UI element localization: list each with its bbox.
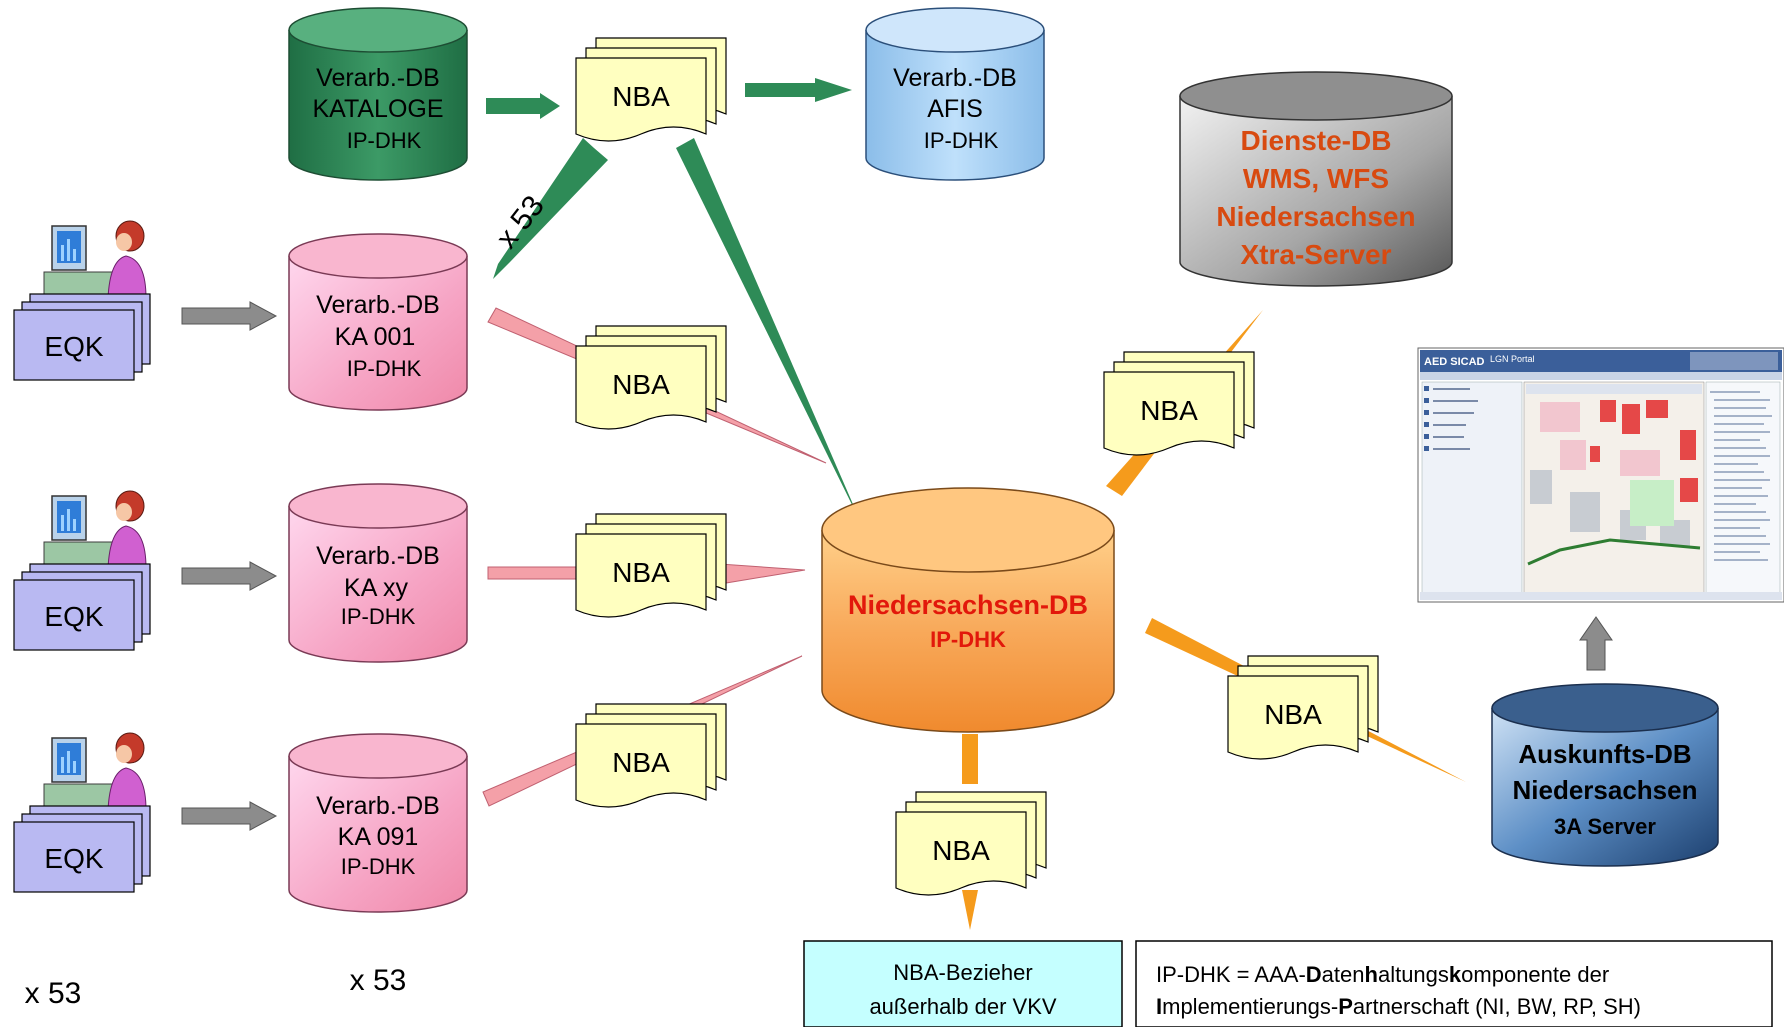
db-dienste-line1: Dienste-DB bbox=[1241, 125, 1392, 156]
db-ka001-line3: IP-DHK bbox=[347, 356, 422, 381]
nba-bottom-label: NBA bbox=[932, 835, 990, 866]
eqk-sheet bbox=[13, 309, 135, 381]
db-kataloge-line3: IP-DHK bbox=[347, 128, 422, 153]
eqk-3-label: EQK bbox=[44, 843, 103, 874]
nba-auskunft-label: NBA bbox=[1264, 699, 1322, 730]
nba-bottom-stack: NBA bbox=[895, 791, 1047, 896]
db-ka001: Verarb.-DB KA 001 IP-DHK bbox=[288, 233, 468, 411]
nba-sheet bbox=[1227, 675, 1359, 760]
db-afis-line1: Verarb.-DB bbox=[893, 64, 1017, 92]
nba-dienste-label: NBA bbox=[1140, 395, 1198, 426]
nba-dienste-stack: NBA bbox=[1103, 351, 1255, 456]
eqk-2-label: EQK bbox=[44, 601, 103, 632]
arrow-kataloge-to-nba bbox=[486, 93, 560, 119]
workstation-person-icon bbox=[43, 732, 147, 811]
nba-auskunft-stack: NBA bbox=[1227, 655, 1379, 760]
nba-sheet bbox=[1103, 371, 1235, 456]
db-kaxy-line1: Verarb.-DB bbox=[316, 542, 440, 570]
db-dienste: Dienste-DB WMS, WFS Niedersachsen Xtra-S… bbox=[1179, 71, 1453, 287]
arrow-eqk3 bbox=[181, 801, 278, 831]
db-kaxy-line2: KA xy bbox=[344, 574, 408, 602]
db-kataloge-line2: KATALOGE bbox=[312, 95, 443, 123]
nba-top-label: NBA bbox=[612, 81, 670, 112]
legend-line1: IP-DHK = AAA-Datenhaltungskomponente der bbox=[1156, 962, 1609, 987]
portal-screenshot: AED SICAD LGN Portal bbox=[1417, 347, 1784, 603]
nba-sheet bbox=[575, 345, 707, 430]
arrow-nba-to-afis bbox=[745, 78, 852, 102]
arrow-kaxy-to-niedersachsen bbox=[719, 563, 806, 585]
db-niedersachsen: Niedersachsen-DB IP-DHK bbox=[821, 487, 1115, 733]
legend-line2: Implementierungs-Partnerschaft (NI, BW, … bbox=[1156, 994, 1641, 1019]
db-afis: Verarb.-DB AFIS IP-DHK bbox=[865, 7, 1045, 181]
db-ka091-line1: Verarb.-DB bbox=[316, 792, 440, 820]
nba-ka091-label: NBA bbox=[612, 747, 670, 778]
db-auskunft-line1: Auskunfts-DB bbox=[1518, 739, 1691, 769]
eqk-3: EQK bbox=[13, 732, 151, 893]
db-kaxy-line3: IP-DHK bbox=[341, 604, 416, 629]
nba-ka001-label: NBA bbox=[612, 369, 670, 400]
workstation-person-icon bbox=[43, 490, 147, 569]
db-afis-line3: IP-DHK bbox=[924, 128, 999, 153]
multiplier-label-eqk: x 53 bbox=[25, 977, 82, 1010]
arrow-nba-to-ka001 bbox=[493, 138, 608, 279]
eqk-1: EQK bbox=[13, 220, 151, 381]
nba-stacks: NBA NBA NBA NBA NBA NBA NBA bbox=[575, 37, 1379, 896]
arrow-niedersachsen-down bbox=[962, 734, 978, 784]
db-auskunft: Auskunfts-DB Niedersachsen 3A Server bbox=[1491, 683, 1719, 867]
db-ka091: Verarb.-DB KA 091 IP-DHK bbox=[288, 733, 468, 913]
multiplier-label-ka: x 53 bbox=[350, 964, 407, 997]
db-dienste-line4: Xtra-Server bbox=[1241, 239, 1392, 270]
nba-ka001-stack: NBA bbox=[575, 325, 727, 430]
workstation-person-icon bbox=[43, 220, 147, 299]
arrow-nba-to-niedersachsen bbox=[676, 138, 862, 525]
legend-box: IP-DHK = AAA-Datenhaltungskomponente der… bbox=[1135, 940, 1773, 1027]
db-ka091-line2: KA 091 bbox=[338, 823, 419, 851]
db-kataloge: Verarb.-DB KATALOGE IP-DHK bbox=[288, 7, 468, 181]
nba-sheet bbox=[575, 723, 707, 808]
eqk-workstations: EQK EQK EQK bbox=[13, 220, 151, 893]
db-kataloge-line1: Verarb.-DB bbox=[316, 64, 440, 92]
db-auskunft-line2: Niedersachsen bbox=[1513, 775, 1698, 805]
portal-title: LGN Portal bbox=[1490, 354, 1535, 364]
db-dienste-line2: WMS, WFS bbox=[1243, 163, 1389, 194]
db-ka001-line2: KA 001 bbox=[335, 323, 416, 351]
eqk-sheet bbox=[13, 821, 135, 893]
arrow-nba-to-bezieher bbox=[962, 890, 978, 930]
arrow-auskunft-to-portal bbox=[1579, 616, 1613, 671]
nba-top-stack: NBA bbox=[575, 37, 727, 142]
nba-sheet bbox=[895, 811, 1027, 896]
db-ka001-line1: Verarb.-DB bbox=[316, 291, 440, 319]
db-niedersachsen-line1: Niedersachsen-DB bbox=[848, 590, 1088, 620]
arrow-eqk2 bbox=[181, 561, 278, 591]
nba-sheet bbox=[575, 533, 707, 618]
db-dienste-line3: Niedersachsen bbox=[1216, 201, 1415, 232]
portal-brand: AED SICAD bbox=[1424, 356, 1485, 368]
eqk-sheet bbox=[13, 579, 135, 651]
nba-bezieher-line2: außerhalb der VKV bbox=[869, 994, 1056, 1019]
nba-kaxy-stack: NBA bbox=[575, 513, 727, 618]
nba-sheet bbox=[575, 57, 707, 142]
nba-kaxy-label: NBA bbox=[612, 557, 670, 588]
nba-ka091-stack: NBA bbox=[575, 703, 727, 808]
eqk-1-label: EQK bbox=[44, 331, 103, 362]
db-kaxy: Verarb.-DB KA xy IP-DHK bbox=[288, 483, 468, 663]
db-ka091-line3: IP-DHK bbox=[341, 854, 416, 879]
db-afis-line2: AFIS bbox=[927, 95, 983, 123]
arrow-eqk1 bbox=[181, 301, 278, 331]
nba-bezieher-box: NBA-Bezieher außerhalb der VKV bbox=[803, 940, 1123, 1027]
db-auskunft-line3: 3A Server bbox=[1554, 814, 1656, 839]
db-niedersachsen-line2: IP-DHK bbox=[930, 627, 1006, 652]
eqk-2: EQK bbox=[13, 490, 151, 651]
nba-bezieher-line1: NBA-Bezieher bbox=[893, 960, 1032, 985]
